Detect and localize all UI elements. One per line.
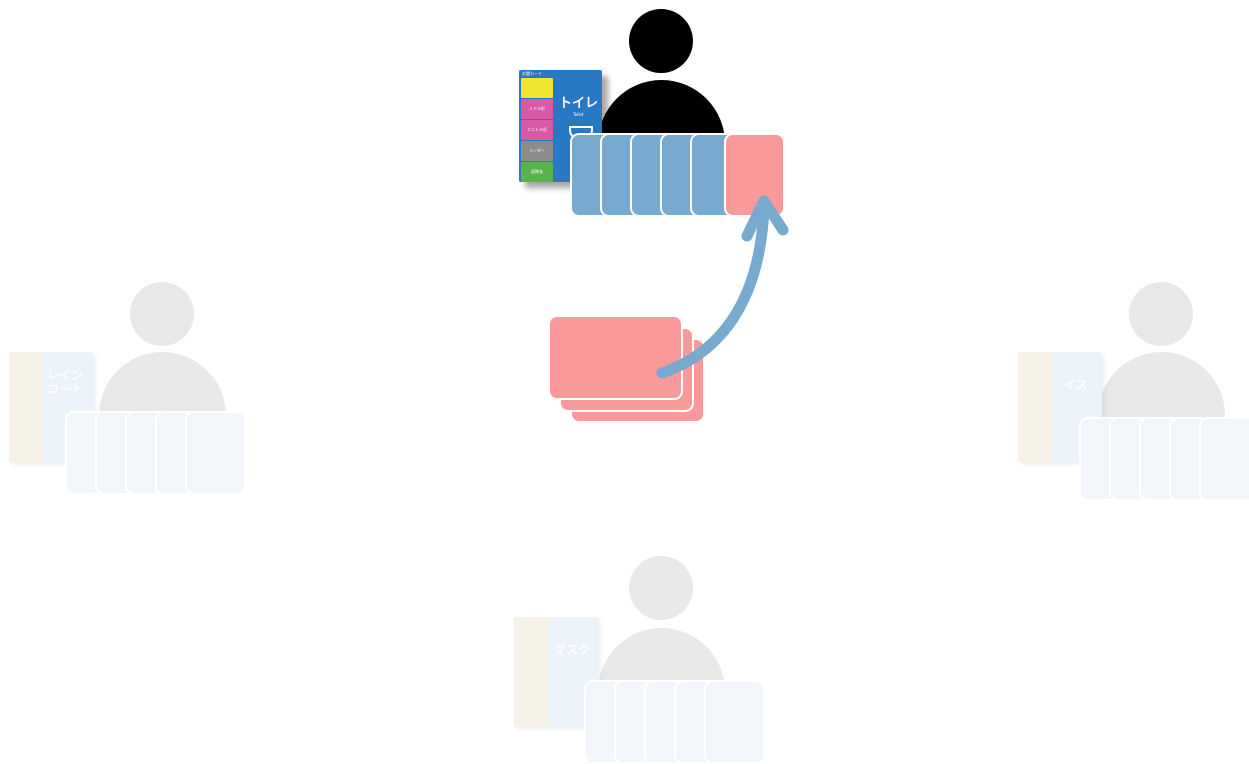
draw-arrow-icon xyxy=(0,0,1249,764)
